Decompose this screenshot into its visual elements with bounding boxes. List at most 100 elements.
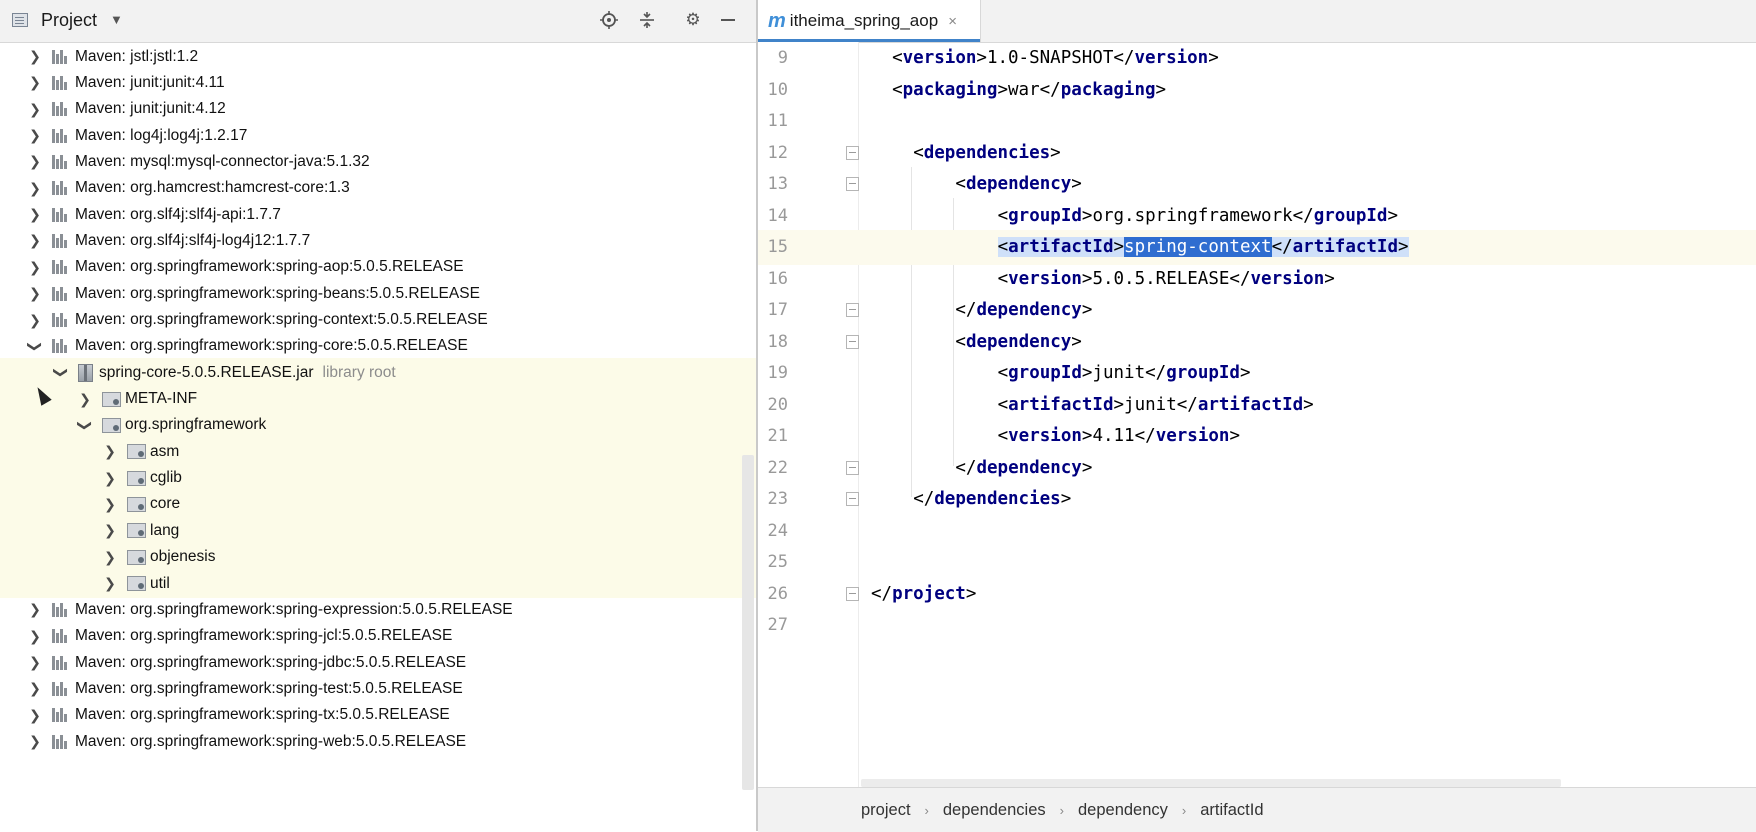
code-line[interactable]: 19<groupId>junit</groupId> xyxy=(758,356,1756,391)
chevron-right-icon[interactable]: ❯ xyxy=(29,285,41,302)
tree-item-library[interactable]: ❯Maven: junit:junit:4.11 xyxy=(0,68,756,97)
fold-marker-icon[interactable] xyxy=(846,303,859,317)
chevron-right-icon[interactable]: ❯ xyxy=(29,258,41,275)
code-line[interactable]: 24 xyxy=(758,514,1756,549)
gear-icon[interactable]: ⚙ xyxy=(685,10,701,29)
fold-marker-icon[interactable] xyxy=(846,145,859,160)
editor-tab[interactable]: m itheima_spring_aop × xyxy=(758,0,981,42)
tree-item-library[interactable]: ❯Maven: org.springframework:spring-conte… xyxy=(0,306,756,335)
tree-item-library[interactable]: ❯Maven: org.springframework:spring-aop:5… xyxy=(0,253,756,282)
chevron-right-icon[interactable]: ❯ xyxy=(29,733,41,750)
chevron-down-icon[interactable]: ❯ xyxy=(77,419,94,432)
chevron-right-icon[interactable]: ❯ xyxy=(29,654,41,671)
tree-item-library[interactable]: ❯Maven: org.hamcrest:hamcrest-core:1.3 xyxy=(0,174,756,203)
chevron-right-icon[interactable]: ❯ xyxy=(104,548,116,565)
pane-divider[interactable] xyxy=(756,0,758,831)
code-line[interactable]: 13<dependency> xyxy=(758,167,1756,202)
tree-item-library[interactable]: ❯Maven: junit:junit:4.12 xyxy=(0,95,756,124)
breadcrumb-item[interactable]: dependencies xyxy=(942,800,1046,819)
code-line[interactable]: 9<version>1.0-SNAPSHOT</version> xyxy=(758,42,1756,76)
code-line[interactable]: 17</dependency> xyxy=(758,293,1756,328)
code-line[interactable]: 16<version>5.0.5.RELEASE</version> xyxy=(758,262,1756,297)
code-line[interactable]: 21<version>4.11</version> xyxy=(758,419,1756,454)
xml-bracket: > xyxy=(1303,394,1314,415)
tree-item-package[interactable]: ❯core xyxy=(0,489,756,519)
code-line[interactable]: 12<dependencies> xyxy=(758,136,1756,171)
tree-item-library[interactable]: ❯Maven: org.springframework:spring-beans… xyxy=(0,279,756,308)
code-line[interactable]: 10<packaging>war</packaging> xyxy=(758,73,1756,108)
chevron-down-icon[interactable]: ❯ xyxy=(27,340,44,353)
chevron-right-icon[interactable]: ❯ xyxy=(29,601,41,618)
xml-tag-name: version xyxy=(1008,268,1082,289)
chevron-right-icon[interactable]: ❯ xyxy=(104,469,116,486)
chevron-right-icon[interactable]: ❯ xyxy=(104,575,116,591)
breadcrumb-item[interactable]: project xyxy=(861,800,911,819)
tree-item-library[interactable]: ❯Maven: org.slf4j:slf4j-log4j12:1.7.7 xyxy=(0,226,756,255)
fold-marker-icon[interactable] xyxy=(846,334,859,349)
tree-item-package[interactable]: ❯lang xyxy=(0,516,756,546)
tree-item-package[interactable]: ❯org.springframework xyxy=(0,410,756,440)
chevron-right-icon[interactable]: ❯ xyxy=(29,232,41,249)
tree-item-library[interactable]: ❯Maven: org.springframework:spring-tx:5.… xyxy=(0,701,756,730)
collapse-all-icon[interactable] xyxy=(635,8,659,32)
code-line[interactable]: 25 xyxy=(758,545,1756,580)
code-line[interactable]: 18<dependency> xyxy=(758,325,1756,360)
chevron-right-icon[interactable]: ❯ xyxy=(104,443,116,460)
fold-marker-icon[interactable] xyxy=(846,492,859,506)
code-line[interactable]: 23</dependencies> xyxy=(758,482,1756,517)
chevron-right-icon[interactable]: ❯ xyxy=(29,127,41,144)
tree-item-label: asm xyxy=(150,442,180,460)
tree-item-package[interactable]: ❯ asm xyxy=(0,437,756,467)
chevron-right-icon[interactable]: ❯ xyxy=(29,311,41,328)
tree-item-package[interactable]: ❯cglib xyxy=(0,463,756,493)
code-line[interactable]: 11 xyxy=(758,104,1756,139)
tree-item-package[interactable]: ❯util xyxy=(0,569,756,598)
close-icon[interactable]: × xyxy=(948,12,957,30)
locate-icon[interactable] xyxy=(597,8,621,32)
code-line[interactable]: 27 xyxy=(758,608,1756,643)
breadcrumb-item[interactable]: dependency xyxy=(1077,800,1168,819)
code-line[interactable]: 26</project> xyxy=(758,577,1756,612)
tree-item-library[interactable]: ❯Maven: org.springframework:spring-web:5… xyxy=(0,727,756,756)
chevron-right-icon[interactable]: ❯ xyxy=(79,390,91,407)
horizontal-scrollbar[interactable] xyxy=(861,779,1561,787)
tree-item-library[interactable]: ❯Maven: jstl:jstl:1.2 xyxy=(0,42,756,71)
hide-icon[interactable] xyxy=(716,8,740,32)
chevron-right-icon[interactable]: ❯ xyxy=(104,522,116,539)
chevron-right-icon[interactable]: ❯ xyxy=(29,706,41,723)
tree-item-library[interactable]: ❯Maven: log4j:log4j:1.2.17 xyxy=(0,121,756,150)
fold-marker-icon[interactable] xyxy=(846,586,859,601)
tree-item-library[interactable]: ❯Maven: org.springframework:spring-core:… xyxy=(0,332,756,361)
tree-item-library[interactable]: ❯Maven: org.springframework:spring-jdbc:… xyxy=(0,648,756,677)
code-line[interactable]: 22</dependency> xyxy=(758,451,1756,486)
chevron-right-icon[interactable]: ❯ xyxy=(29,179,41,196)
chevron-right-icon[interactable]: ❯ xyxy=(29,206,41,223)
tree-item-package[interactable]: ❯objenesis xyxy=(0,542,756,572)
code-line[interactable]: 14<groupId>org.springframework</groupId> xyxy=(758,199,1756,234)
code-area[interactable]: 9<version>1.0-SNAPSHOT</version>10<packa… xyxy=(758,42,1756,787)
tree-item-package[interactable]: ❯META-INF xyxy=(0,384,756,414)
fold-marker-icon[interactable] xyxy=(846,177,859,191)
breadcrumb-item[interactable]: artifactId xyxy=(1200,800,1264,819)
chevron-right-icon[interactable]: ❯ xyxy=(29,48,41,64)
tree-item-library[interactable]: ❯Maven: org.slf4j:slf4j-api:1.7.7 xyxy=(0,200,756,229)
chevron-right-icon[interactable]: ❯ xyxy=(29,100,41,117)
tree-item-library[interactable]: ❯Maven: org.springframework:spring-jcl:5… xyxy=(0,622,756,651)
tree-item-library[interactable]: ❯Maven: org.springframework:spring-expre… xyxy=(0,595,756,624)
tree-item-library[interactable]: ❯Maven: org.springframework:spring-test:… xyxy=(0,674,756,703)
triangle-down-icon[interactable]: ▼ xyxy=(110,12,123,27)
project-scrollbar[interactable] xyxy=(742,455,754,790)
chevron-right-icon[interactable]: ❯ xyxy=(29,74,41,91)
chevron-right-icon[interactable]: ❯ xyxy=(29,680,41,697)
fold-marker-icon[interactable] xyxy=(846,460,859,475)
code-line[interactable]: 15<artifactId>spring-context</artifactId… xyxy=(758,230,1756,265)
project-title[interactable]: Project xyxy=(41,10,98,30)
chevron-down-icon[interactable]: ❯ xyxy=(53,366,70,379)
chevron-right-icon[interactable]: ❯ xyxy=(104,495,116,512)
library-icon xyxy=(52,154,70,169)
chevron-right-icon[interactable]: ❯ xyxy=(29,153,41,170)
chevron-right-icon[interactable]: ❯ xyxy=(29,627,41,644)
tree-item-library[interactable]: ❯Maven: mysql:mysql-connector-java:5.1.3… xyxy=(0,147,756,176)
code-line[interactable]: 20<artifactId>junit</artifactId> xyxy=(758,388,1756,423)
